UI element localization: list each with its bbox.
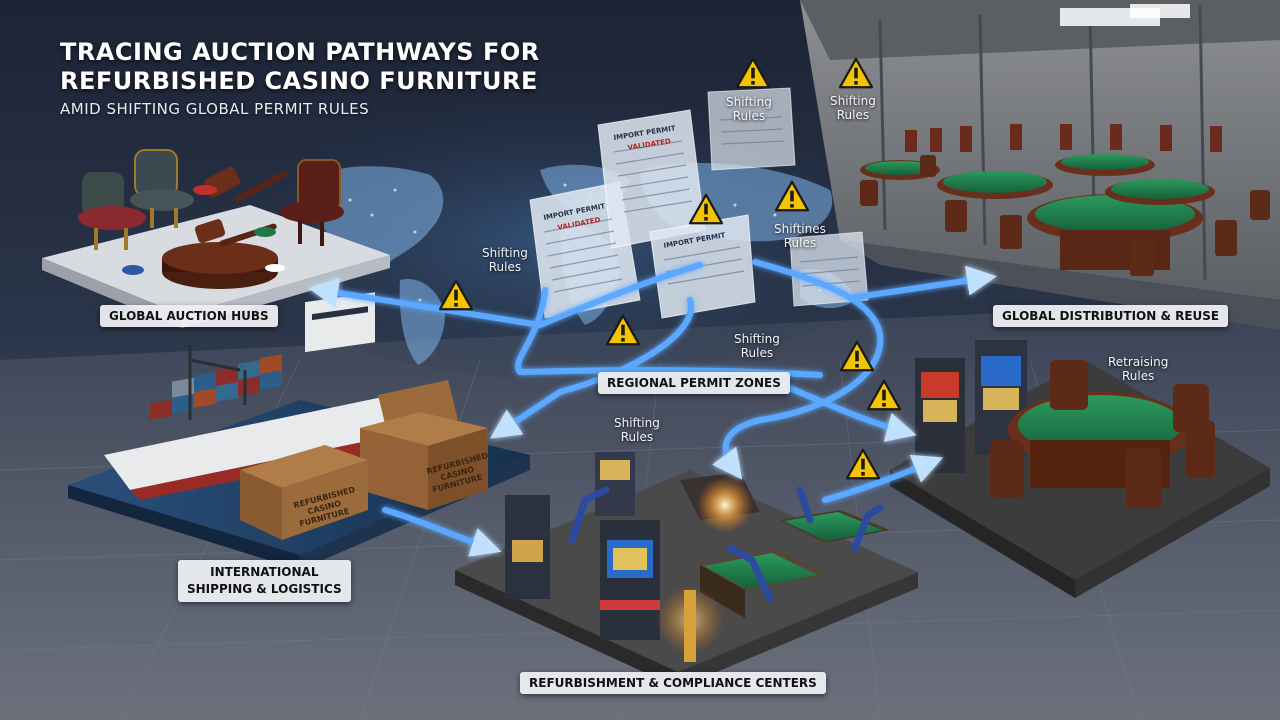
crate-icon: [240, 380, 488, 540]
rule-label-3-line-1: Shifting: [482, 246, 528, 260]
rule-label-7: Retraising Rules: [1108, 355, 1168, 383]
rule-label-2: Shifting Rules: [830, 94, 876, 122]
rule-label-1-line-1: Shifting: [726, 95, 772, 109]
distribution-table: [990, 360, 1215, 508]
rule-label-6-line-1: Shifting: [614, 416, 660, 430]
hub-label-auction: GLOBAL AUCTION HUBS: [100, 305, 278, 327]
warehouse-tables: [860, 154, 1215, 270]
rule-label-7-line-1: Retraising: [1108, 355, 1169, 369]
rule-label-1: Shifting Rules: [726, 95, 772, 123]
rule-label-3-line-2: Rules: [488, 260, 522, 274]
hub-label-shipping-line-1: INTERNATIONAL: [210, 565, 319, 579]
warehouse-slot-machines: [905, 124, 1222, 152]
rule-label-5-line-2: Rules: [740, 346, 774, 360]
distribution-slot-machines: [915, 340, 1027, 473]
robot-arm-icon: [568, 486, 884, 602]
rule-label-6: Shifting Rules: [614, 416, 660, 444]
rule-label-6-line-2: Rules: [620, 430, 654, 444]
rule-label-2-line-2: Rules: [836, 108, 870, 122]
rule-label-7-line-2: Rules: [1121, 369, 1155, 383]
hub-label-shipping: INTERNATIONAL SHIPPING & LOGISTICS: [178, 560, 351, 602]
light-post: [684, 590, 696, 662]
rule-label-5-line-1: Shifting: [734, 332, 780, 346]
rule-label-2-line-1: Shifting: [830, 94, 876, 108]
hub-label-refurbishment: REFURBISHMENT & COMPLIANCE CENTERS: [520, 672, 826, 694]
page-subtitle: AMID SHIFTING GLOBAL PERMIT RULES: [60, 100, 370, 118]
welding-spark: [697, 477, 753, 533]
page-title-line-1: TRACING AUCTION PATHWAYS FOR: [60, 38, 540, 66]
hub-label-permit-zones: REGIONAL PERMIT ZONES: [598, 372, 790, 394]
rule-label-4-line-2: Rules: [783, 236, 817, 250]
warehouse-chairs: [860, 155, 1270, 276]
rule-label-4: Shiftines Rules: [774, 222, 826, 250]
rule-label-4-line-1: Shiftines: [774, 222, 826, 236]
casino-chips: [122, 185, 285, 275]
rule-label-3: Shifting Rules: [482, 246, 528, 274]
permit-document-icon: [529, 87, 869, 319]
hub-label-shipping-line-2: SHIPPING & LOGISTICS: [187, 582, 342, 596]
hub-label-distribution: GLOBAL DISTRIBUTION & REUSE: [993, 305, 1229, 327]
rule-label-5: Shifting Rules: [734, 332, 780, 360]
auction-chairs: [78, 149, 344, 250]
page-title-line-2: REFURBISHED CASINO FURNITURE: [60, 67, 538, 95]
title-block: TRACING AUCTION PATHWAYS FOR REFURBISHED…: [60, 38, 540, 118]
slot-machine-icon: [505, 452, 660, 640]
rule-label-1-line-2: Rules: [732, 109, 766, 123]
flow-arrows: [308, 259, 997, 557]
gavel-icon: [162, 166, 287, 289]
